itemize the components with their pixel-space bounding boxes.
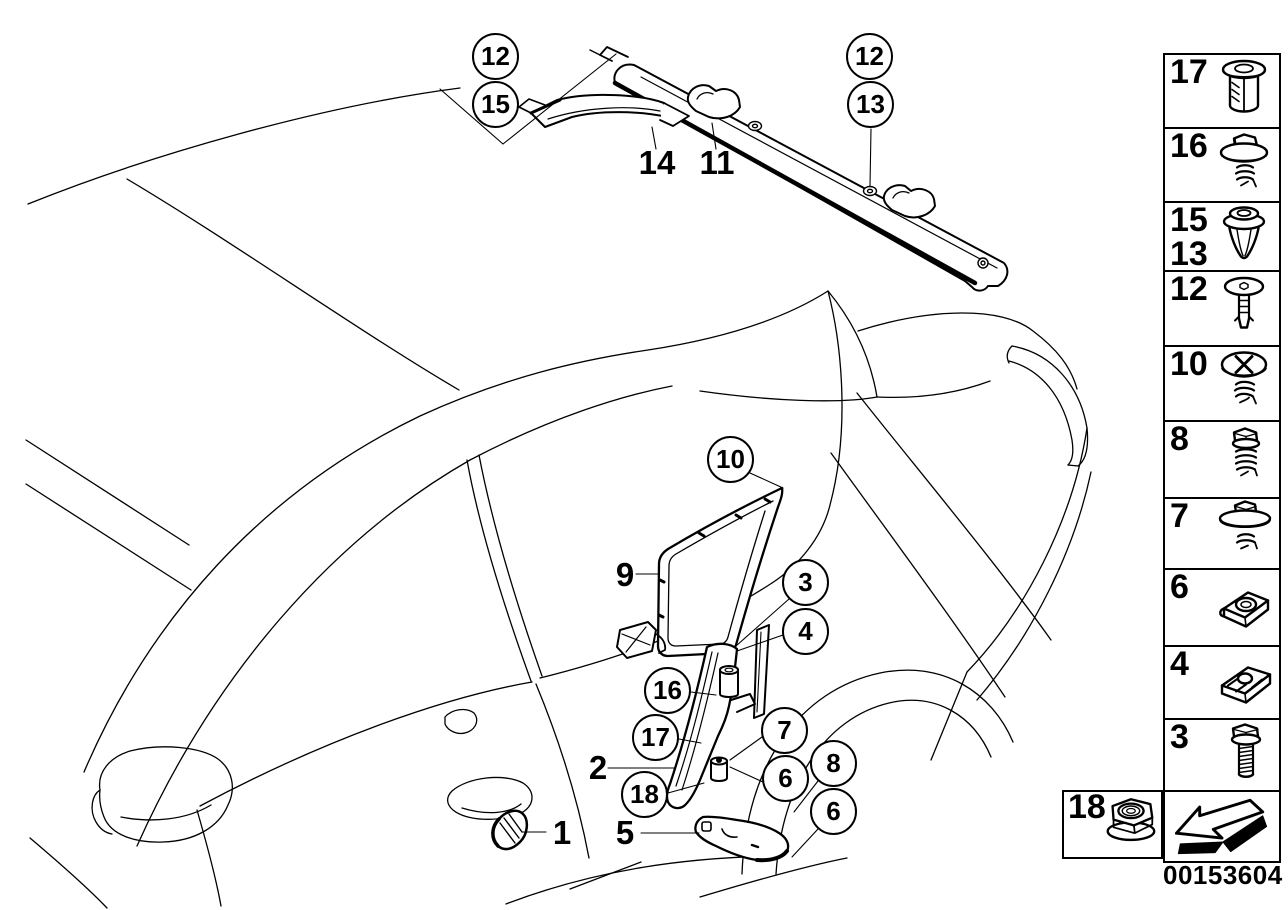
direction-arrow-icon <box>1168 792 1276 861</box>
document-number: 00153604 <box>1163 860 1283 890</box>
part-label-5[interactable]: 5 <box>615 814 635 851</box>
phillips-screw-icon <box>1211 348 1277 419</box>
hex-bolt-icon <box>1211 720 1277 791</box>
clip-nut-icon <box>1211 572 1277 643</box>
legend-item-arrow[interactable] <box>1165 792 1279 861</box>
legend-item-numbers: 4 <box>1170 645 1189 683</box>
callout-circle-17[interactable]: 17 <box>632 714 679 761</box>
legend-item-4[interactable]: 4 <box>1165 647 1279 720</box>
callout-circle-6[interactable]: 6 <box>810 788 857 835</box>
legend-item-18[interactable]: 18 <box>1062 790 1163 859</box>
legend-item-12[interactable]: 12 <box>1165 272 1279 347</box>
callout-circle-13[interactable]: 13 <box>847 81 894 128</box>
callout-circle-18[interactable]: 18 <box>621 771 668 818</box>
callout-circle-15[interactable]: 15 <box>472 81 519 128</box>
callout-circle-7[interactable]: 7 <box>761 707 808 754</box>
callout-circle-8[interactable]: 8 <box>810 740 857 787</box>
flange-screw-icon <box>1211 498 1277 569</box>
part-5-sill-bracket <box>694 815 790 863</box>
legend-item-numbers: 10 <box>1170 345 1208 383</box>
washer-screw-icon <box>1211 130 1277 201</box>
legend-item-numbers: 6 <box>1170 568 1189 606</box>
legend-item-8[interactable]: 8 <box>1165 422 1279 499</box>
legend-item-6[interactable]: 6 <box>1165 570 1279 647</box>
legend-item-17[interactable]: 17 <box>1165 55 1279 129</box>
expanding-rivet-icon <box>1211 56 1277 127</box>
legend-item-numbers: 16 <box>1170 127 1208 165</box>
callout-circle-3[interactable]: 3 <box>782 559 829 606</box>
legend-item-3[interactable]: 3 <box>1165 720 1279 792</box>
expansion-clip-icon <box>1211 201 1277 272</box>
cage-clip-icon <box>1211 647 1277 718</box>
callout-circle-10[interactable]: 10 <box>707 436 754 483</box>
legend-item-10[interactable]: 10 <box>1165 347 1279 422</box>
leader-lines <box>439 53 872 858</box>
part-2-pillar-trim <box>665 624 770 810</box>
legend-item-16[interactable]: 16 <box>1165 129 1279 203</box>
part-label-9[interactable]: 9 <box>615 556 635 593</box>
legend-item-numbers: 8 <box>1170 420 1189 458</box>
legend-item-numbers: 12 <box>1170 270 1208 308</box>
part-label-11[interactable]: 11 <box>699 144 735 181</box>
legend-item-numbers: 17 <box>1170 53 1208 91</box>
callout-circle-6[interactable]: 6 <box>762 755 809 802</box>
part-label-14[interactable]: 14 <box>638 144 676 181</box>
hex-screw-icon <box>1211 424 1277 495</box>
legend-item-numbers: 18 <box>1068 788 1106 826</box>
callout-circle-4[interactable]: 4 <box>782 608 829 655</box>
callout-circle-12[interactable]: 12 <box>846 33 893 80</box>
part-14-trim-strip <box>518 93 690 128</box>
legend-item-numbers: 7 <box>1170 497 1189 535</box>
callout-circle-12[interactable]: 12 <box>472 33 519 80</box>
legend-item-7[interactable]: 7 <box>1165 499 1279 570</box>
part-label-2[interactable]: 2 <box>588 749 608 786</box>
part-label-1[interactable]: 1 <box>552 814 572 851</box>
part-1-grommet <box>491 809 529 851</box>
callout-circle-16[interactable]: 16 <box>644 667 691 714</box>
part-9-quarter-trim <box>616 486 784 659</box>
push-rivet-icon <box>1211 273 1277 344</box>
legend-item-numbers: 3 <box>1170 718 1189 756</box>
car-body-lines <box>25 87 1092 909</box>
flange-nut-icon <box>1099 791 1161 858</box>
